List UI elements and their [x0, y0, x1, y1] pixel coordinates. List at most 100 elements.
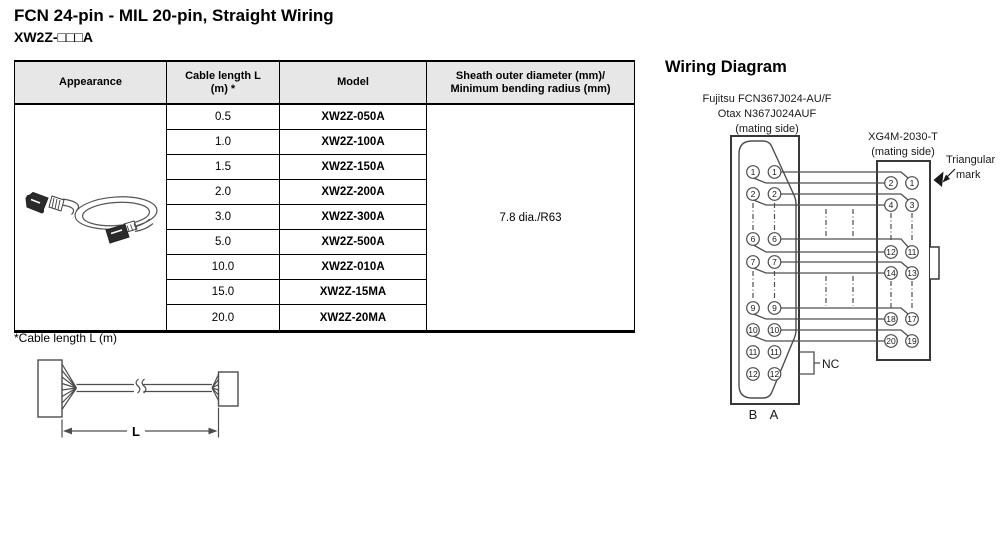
pin-circle — [767, 255, 782, 269]
model-cell: XW2Z-050A — [280, 105, 426, 130]
pin-circle — [767, 367, 782, 381]
cable-length-cell: 3.0 — [167, 205, 279, 230]
nc-bracket — [799, 351, 820, 375]
pin-number: 14 — [886, 268, 896, 278]
left-connector-label: Fujitsu FCN367J024-AU/F Otax N367J024AUF… — [703, 93, 832, 135]
wire — [753, 199, 885, 206]
wire — [781, 261, 909, 269]
cable-length-cell: 2.0 — [167, 180, 279, 205]
pin-number: 1 — [910, 178, 915, 188]
page-title: FCN 24-pin - MIL 20-pin, Straight Wiring — [14, 6, 334, 25]
right-connector-block — [217, 371, 239, 407]
wire — [781, 193, 909, 201]
pin-circle — [746, 187, 760, 201]
pin-circle — [767, 301, 782, 315]
pin-circle — [884, 312, 898, 326]
pin-number: 12 — [748, 369, 758, 379]
pin-circle — [767, 232, 782, 246]
pin-number: 9 — [751, 303, 756, 313]
cable-length-cell: 10.0 — [167, 255, 279, 280]
pin-circle — [746, 345, 760, 359]
wiring-diagram: Wiring Diagram Fujitsu FCN367J024-AU/F O… — [665, 58, 995, 422]
model-cell: XW2Z-20MA — [319, 311, 387, 324]
dimension-label: L — [132, 424, 140, 439]
pin-circle — [884, 245, 898, 259]
cable-length-diagram: L — [37, 359, 239, 439]
pin-circle — [746, 165, 760, 179]
pin-number: 1 — [772, 167, 777, 177]
pin-number: 6 — [751, 234, 756, 244]
cable-connector-left — [24, 191, 65, 214]
nc-label: NC — [822, 357, 840, 371]
pin-number: 11 — [770, 347, 779, 357]
pin-number: 10 — [748, 325, 758, 335]
cable-length-cell: 15.0 — [167, 280, 279, 305]
pin-number: 11 — [908, 247, 917, 257]
dimension-lines — [61, 407, 220, 438]
pin-number: 7 — [772, 257, 777, 267]
svg-text:Otax N367J024AUF: Otax N367J024AUF — [718, 108, 817, 120]
pin-number: 12 — [886, 247, 896, 257]
pin-number: 6 — [772, 234, 777, 244]
pin-circle — [905, 266, 919, 280]
pin-number: 9 — [772, 303, 777, 313]
wire — [753, 244, 885, 253]
triangular-mark-label: Triangular mark — [946, 154, 995, 181]
wire-fan-right — [211, 374, 220, 401]
wire — [781, 171, 909, 179]
pin-number: 18 — [886, 314, 896, 324]
table-header-row: Appearance Cable length L (m) * Model Sh… — [15, 62, 634, 105]
pin-number: 7 — [751, 257, 756, 267]
pin-circle — [746, 323, 760, 337]
cable-length-cell: 5.0 — [167, 230, 279, 255]
svg-text:mark: mark — [956, 169, 981, 181]
model-cell: XW2Z-15MA — [280, 280, 426, 305]
appearance-cell — [15, 105, 166, 330]
right-connector-latch — [930, 246, 940, 280]
wire — [781, 307, 909, 315]
header-appearance: Appearance — [59, 76, 122, 88]
column-label-b: B — [749, 407, 758, 422]
pin-circle — [905, 176, 919, 190]
wire — [753, 267, 885, 274]
model-cell: XW2Z-100A — [280, 130, 426, 155]
cable-body — [76, 378, 212, 394]
cable-connector-right — [104, 219, 138, 244]
pin-circle — [746, 232, 760, 246]
pin-circle — [905, 334, 919, 348]
triangular-mark-arrowhead — [942, 174, 950, 183]
pin-circle — [905, 245, 919, 259]
cable-length-cell: 1.5 — [167, 155, 279, 180]
pin-circle — [746, 255, 760, 269]
pin-number: 11 — [749, 347, 758, 357]
cable-length-cell: 20.0 — [211, 311, 235, 324]
pin-circle — [767, 187, 782, 201]
model-cell: XW2Z-150A — [280, 155, 426, 180]
left-connector-dshape — [738, 140, 797, 399]
cable-appearance-illustration — [24, 191, 158, 244]
cable-length-cell: 0.5 — [167, 105, 279, 130]
right-connector-label: XG4M-2030-T (mating side) — [868, 131, 938, 158]
pin-circle — [746, 367, 760, 381]
cable-length-cell: 1.0 — [167, 130, 279, 155]
pin-number: 4 — [889, 200, 894, 210]
wire — [753, 177, 885, 184]
pin-number: 13 — [907, 268, 917, 278]
svg-text:XG4M-2030-T: XG4M-2030-T — [868, 131, 938, 143]
header-cable-length: Cable length L (m) * — [166, 62, 279, 103]
page-subtitle: XW2Z-□□□A — [14, 29, 94, 45]
pin-circle — [905, 312, 919, 326]
left-connector-block — [37, 359, 63, 418]
wire — [781, 238, 909, 248]
model-cell: XW2Z-300A — [280, 205, 426, 230]
pin-circle — [884, 198, 898, 212]
cable-break-mark — [141, 378, 147, 394]
pin-number: 2 — [751, 189, 756, 199]
pin-circle — [884, 266, 898, 280]
pin-circle — [746, 301, 760, 315]
wire — [781, 329, 909, 337]
pin-circle — [884, 176, 898, 190]
